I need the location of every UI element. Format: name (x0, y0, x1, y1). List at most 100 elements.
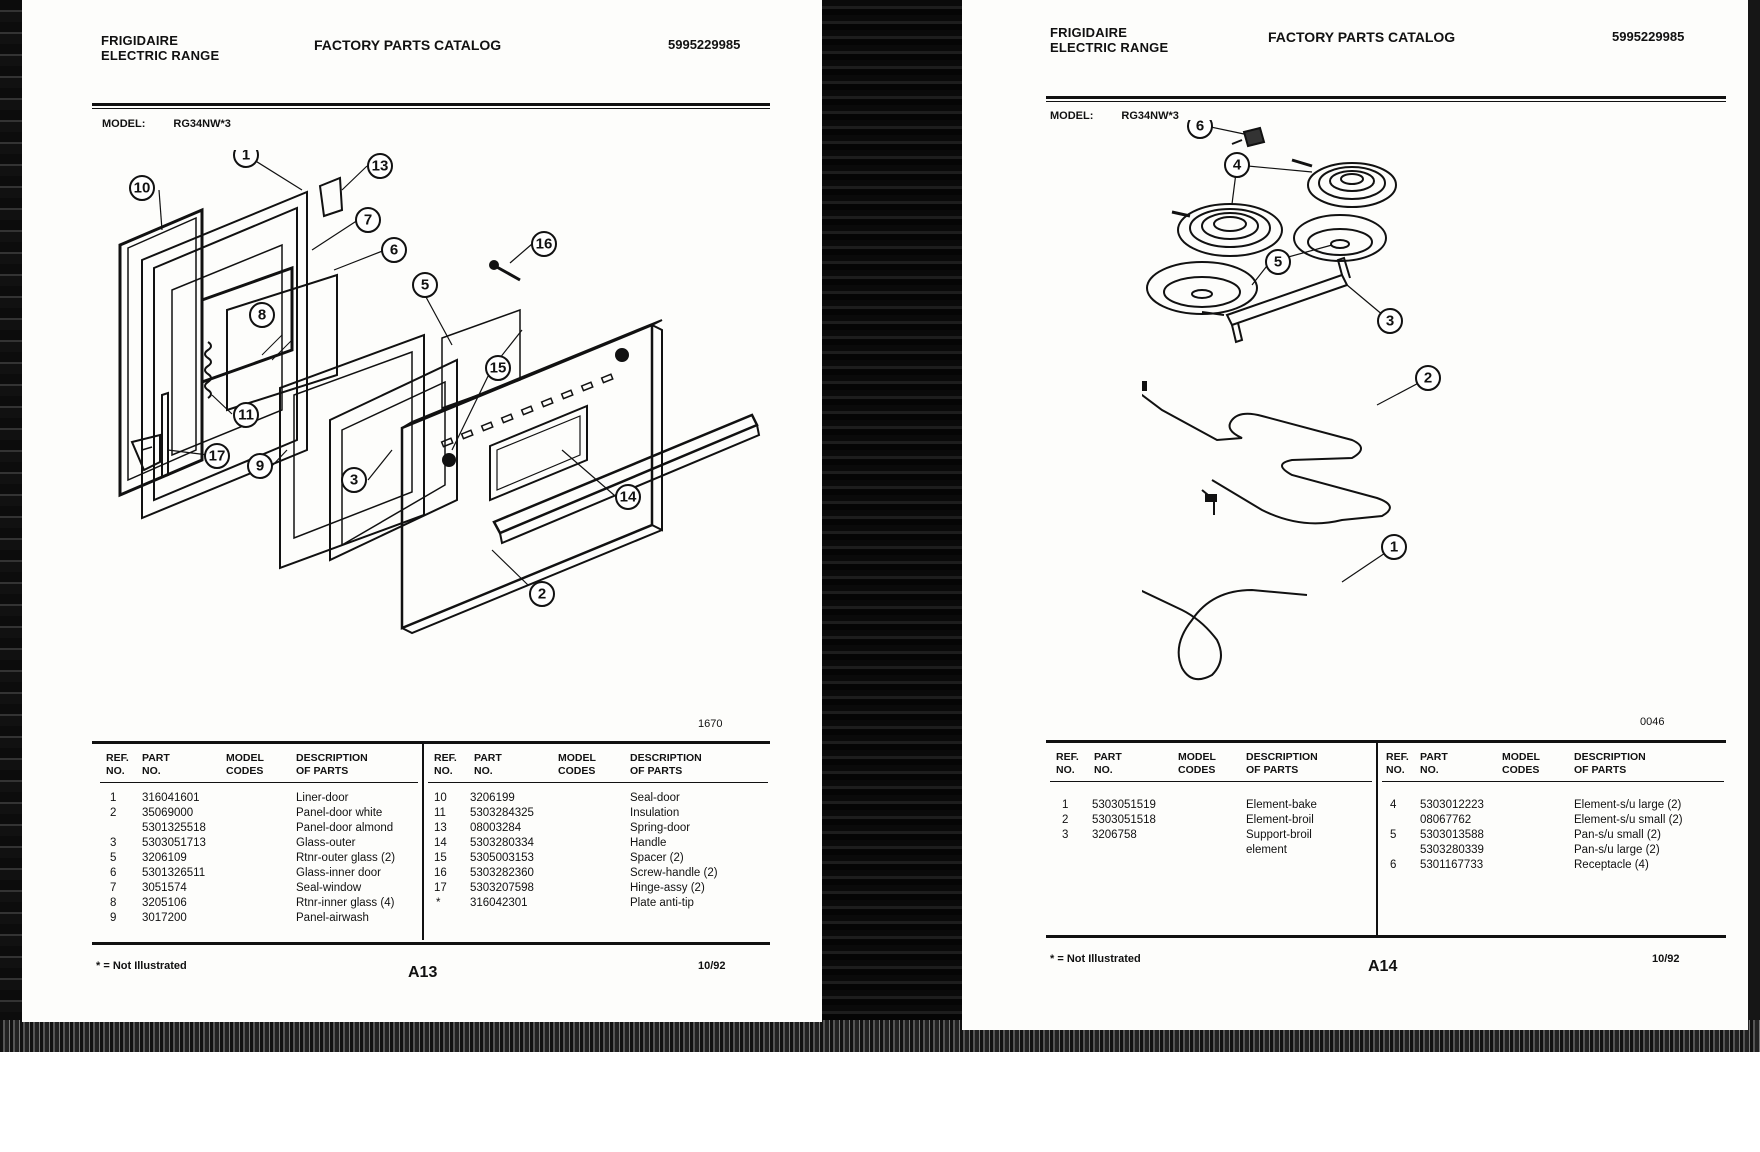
svg-text:5: 5 (421, 277, 429, 294)
header-ref: REF. NO. (106, 752, 129, 777)
svg-text:6: 6 (1196, 120, 1204, 135)
callout-14: 14 (615, 484, 641, 510)
catalog-page-a13: FRIGIDAIRE ELECTRIC RANGE FACTORY PARTS … (22, 0, 822, 1022)
scan-left-edge (0, 0, 22, 1030)
header-description: DESCRIPTION OF PARTS (1246, 751, 1318, 776)
diagram-code: 0046 (1640, 716, 1665, 728)
header-ref: REF. NO. (434, 752, 457, 777)
table-column-divider (422, 744, 424, 940)
callout-4: 4 (1224, 152, 1250, 178)
brand-name: FRIGIDAIRE (1050, 25, 1128, 40)
svg-text:13: 13 (372, 158, 389, 175)
svg-text:2: 2 (538, 586, 546, 603)
svg-text:5: 5 (1274, 254, 1282, 271)
table-column-divider (1376, 743, 1378, 935)
brand-block: FRIGIDAIRE ELECTRIC RANGE (101, 33, 219, 63)
model-line: MODEL: RG34NW*3 (1050, 110, 1179, 122)
header-underline (1050, 781, 1372, 782)
header-underline (1382, 781, 1724, 782)
catalog-page-a14: FRIGIDAIRE ELECTRIC RANGE FACTORY PARTS … (962, 0, 1748, 1030)
callout-10: 10 (129, 175, 155, 201)
header-underline (100, 782, 418, 783)
table-top-rule (92, 741, 770, 744)
table-bottom-rule (1046, 935, 1726, 938)
svg-text:3: 3 (350, 472, 358, 489)
surface-and-oven-elements-diagram: 6 4 5 3 2 1 (1142, 120, 1441, 681)
callout-9: 9 (247, 453, 273, 479)
header-part: PART NO. (1420, 751, 1448, 776)
svg-text:6: 6 (390, 242, 398, 259)
header-description: DESCRIPTION OF PARTS (1574, 751, 1646, 776)
parts-table: REF. NO. PART NO. MODEL CODES DESCRIPTIO… (1046, 743, 1726, 935)
product-type: ELECTRIC RANGE (1050, 40, 1169, 55)
catalog-number: 5995229985 (668, 37, 741, 52)
page-label: A14 (1368, 958, 1398, 975)
footnote: * = Not Illustrated (1050, 953, 1141, 965)
oven-door-exploded-diagram: 1 13 10 7 6 16 5 8 15 11 14 17 9 3 2 (118, 150, 761, 635)
model-label: MODEL: (102, 118, 146, 130)
brand-block: FRIGIDAIRE ELECTRIC RANGE (1050, 25, 1168, 55)
callout-3: 3 (341, 467, 367, 493)
model-value: RG34NW*3 (1121, 110, 1179, 122)
svg-text:11: 11 (238, 407, 254, 424)
header-underline (428, 782, 768, 783)
svg-text:16: 16 (536, 236, 553, 253)
header-rule (1046, 96, 1726, 99)
header-description: DESCRIPTION OF PARTS (630, 752, 702, 777)
callout-8: 8 (249, 302, 275, 328)
svg-text:10: 10 (134, 180, 151, 197)
callout-13: 11 (233, 402, 259, 428)
svg-text:9: 9 (256, 458, 264, 475)
header-model-codes: MODEL CODES (1502, 751, 1540, 776)
callout-5: 5 (1265, 249, 1291, 275)
header-model-codes: MODEL CODES (226, 752, 264, 777)
catalog-title: FACTORY PARTS CATALOG (1268, 29, 1456, 45)
svg-text:7: 7 (364, 212, 372, 229)
callout-7: 7 (355, 207, 381, 233)
header-ref: REF. NO. (1386, 751, 1409, 776)
svg-text:2: 2 (1424, 370, 1432, 387)
svg-text:1: 1 (242, 150, 250, 164)
model-label: MODEL: (1050, 110, 1094, 122)
svg-text:3: 3 (1386, 313, 1394, 330)
catalog-title: FACTORY PARTS CATALOG (314, 37, 502, 53)
header-ref: REF. NO. (1056, 751, 1079, 776)
callout-6: 6 (1187, 120, 1213, 139)
svg-text:14: 14 (620, 489, 637, 506)
callout-11: 13 (367, 153, 393, 179)
scan-right-edge (1748, 0, 1760, 1030)
brand-name: FRIGIDAIRE (101, 33, 179, 48)
revision-date: 10/92 (698, 960, 726, 972)
header-rule (92, 103, 770, 106)
callout-3: 3 (1377, 308, 1403, 334)
callout-15: 15 (485, 355, 511, 381)
book-spine-shadow (822, 0, 962, 1030)
svg-text:17: 17 (209, 448, 226, 465)
callout-2: 2 (529, 581, 555, 607)
footnote: * = Not Illustrated (96, 960, 187, 972)
header-model-codes: MODEL CODES (1178, 751, 1216, 776)
svg-text:15: 15 (490, 360, 507, 377)
svg-text:1: 1 (1390, 539, 1398, 556)
parts-table: REF. NO. PART NO. MODEL CODES DESCRIPTIO… (92, 744, 770, 942)
page-label: A13 (408, 964, 438, 981)
header-part: PART NO. (142, 752, 170, 777)
catalog-number: 5995229985 (1612, 29, 1685, 44)
header-description: DESCRIPTION OF PARTS (296, 752, 368, 777)
svg-text:8: 8 (258, 307, 266, 324)
callout-1: 1 (233, 150, 259, 168)
callout-5: 5 (412, 272, 438, 298)
model-line: MODEL: RG34NW*3 (102, 118, 231, 130)
callout-17: 17 (204, 443, 230, 469)
callout-2: 2 (1415, 365, 1441, 391)
header-rule-thin (92, 108, 770, 109)
table-bottom-rule (92, 942, 770, 945)
svg-text:4: 4 (1233, 157, 1242, 174)
revision-date: 10/92 (1652, 953, 1680, 965)
model-value: RG34NW*3 (173, 118, 231, 130)
table-top-rule (1046, 740, 1726, 743)
diagram-code: 1670 (698, 718, 723, 730)
header-part: PART NO. (474, 752, 502, 777)
header-model-codes: MODEL CODES (558, 752, 596, 777)
header-part: PART NO. (1094, 751, 1122, 776)
